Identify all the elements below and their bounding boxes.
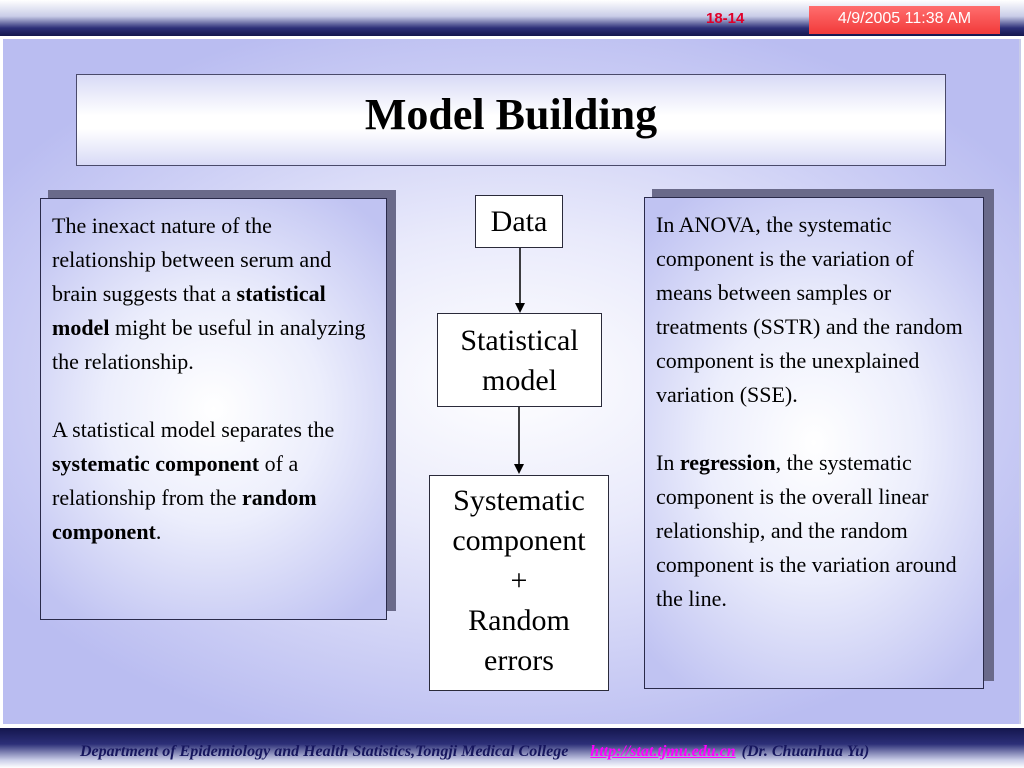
bold-term: statistical model	[52, 281, 326, 340]
bold-term: systematic component	[52, 451, 260, 476]
data-box: Data	[475, 195, 563, 248]
text-run: , the systematic component is the overal…	[656, 450, 957, 611]
right-paragraph-2: In regression, the systematic component …	[656, 446, 973, 616]
arrow-down-icon	[515, 248, 525, 313]
header-band: 18-14 4/9/2005 11:38 AM	[0, 0, 1024, 36]
bold-term: random component	[52, 485, 317, 544]
random-label-line: errors	[484, 644, 554, 677]
right-paragraph-1: In ANOVA, the systematic component is th…	[656, 212, 963, 407]
random-label-line: Random	[468, 604, 570, 637]
footer-department: Department of Epidemiology and Health St…	[80, 743, 569, 760]
systematic-random-box: Systematic component + Random errors	[429, 475, 609, 691]
text-run: of a relationship from the	[52, 451, 299, 510]
slide-number: 18-14	[706, 10, 745, 27]
text-run: A statistical model separates the	[52, 417, 335, 442]
title-box: Model Building	[76, 74, 946, 166]
text-run: might be useful in analyzing the relatio…	[52, 315, 366, 374]
text-run: The inexact nature of the relationship b…	[52, 213, 332, 306]
model-label-line: Statistical	[460, 324, 579, 357]
text-run: In	[656, 450, 680, 475]
bold-term: regression	[679, 450, 776, 475]
footer-band: Department of Epidemiology and Health St…	[0, 728, 1024, 768]
data-label: Data	[490, 205, 548, 238]
statistical-model-box: Statistical model	[437, 313, 602, 407]
text-run: .	[155, 519, 162, 544]
left-paragraph-1: The inexact nature of the relationship b…	[52, 209, 376, 379]
page-title: Model Building	[364, 90, 658, 139]
left-text-panel: The inexact nature of the relationship b…	[40, 198, 387, 620]
right-text-panel: In ANOVA, the systematic component is th…	[644, 197, 984, 689]
date-tab: 4/9/2005 11:38 AM	[809, 6, 1000, 34]
plus-sign: +	[510, 564, 528, 597]
footer: Department of Epidemiology and Health St…	[80, 743, 1020, 761]
systematic-label-line: component	[452, 524, 586, 557]
footer-author: (Dr. Chuanhua Yu)	[741, 743, 870, 760]
footer-link[interactable]: http://stat.tjmu.edu.cn	[590, 743, 736, 760]
model-label-line: model	[482, 364, 557, 397]
systematic-label-line: Systematic	[453, 484, 585, 517]
arrow-down-icon	[514, 407, 524, 474]
date-time: 4/9/2005 11:38 AM	[837, 10, 972, 27]
left-paragraph-2: A statistical model separates the system…	[52, 413, 376, 549]
